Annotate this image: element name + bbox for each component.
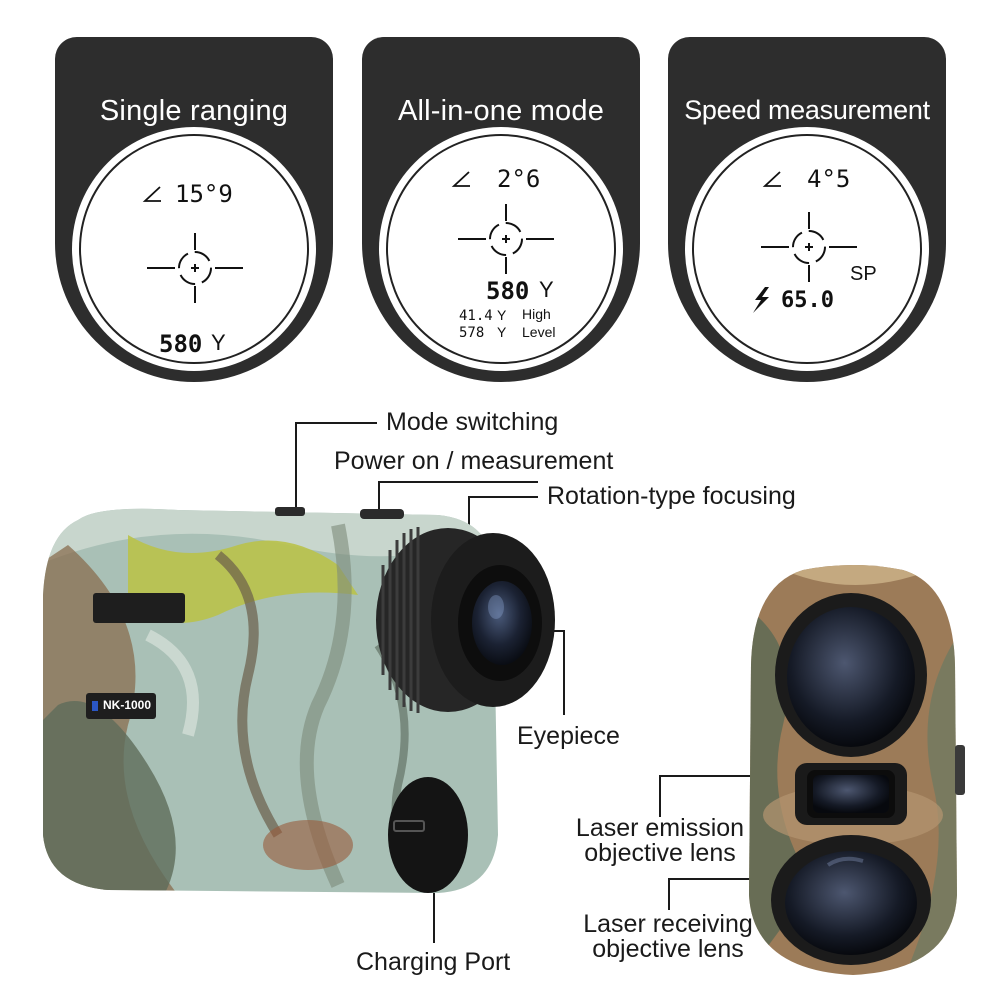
laser-emission-label-line2: objective lens (584, 839, 736, 867)
mode-card-speed: Speed measurement 4°5 SP 65.0 (668, 37, 946, 382)
angle-icon (762, 171, 781, 187)
speed-readout: 65.0 (781, 288, 834, 313)
model-badge-text: NK-1000 (103, 698, 152, 712)
front-eyepiece-lens (775, 593, 927, 757)
angle-icon (142, 186, 161, 202)
lens-ring (386, 134, 616, 364)
crosshair-icon (147, 233, 243, 303)
laser-receiving-label-line2: objective lens (592, 935, 744, 963)
angle-readout: 4°5 (807, 165, 851, 193)
lightning-icon (753, 287, 769, 313)
distance-readout: 580 (159, 330, 203, 358)
power-line-h (378, 481, 538, 483)
laser-receiving-lens (771, 835, 931, 965)
angle-readout: 15°9 (175, 180, 233, 208)
level-unit: Y (497, 324, 507, 340)
level-label: Level (522, 324, 556, 340)
power-button[interactable] (360, 509, 404, 519)
level-readout: 578 (459, 325, 485, 341)
power-label: Power on / measurement (334, 447, 614, 475)
angle-readout: 2°6 (497, 165, 541, 193)
power-line-v (378, 481, 380, 513)
laser-receiving-label: Laser receiving objective lens (563, 912, 773, 962)
mode-button[interactable] (275, 507, 305, 516)
rangefinder-front-view (749, 565, 965, 975)
mode-switching-label: Mode switching (386, 408, 559, 436)
eyepiece-label: Eyepiece (517, 722, 620, 750)
charging-line (433, 868, 435, 943)
distance-unit: Y (539, 277, 554, 302)
laser-receiving-label-line1: Laser receiving (583, 910, 753, 938)
height-unit: Y (497, 307, 507, 323)
receiving-line-v (668, 878, 670, 910)
charging-port-cover[interactable] (388, 777, 468, 893)
mode-card-single: Single ranging 15°9 580 Y (55, 37, 333, 382)
mode-title: All-in-one mode (397, 95, 605, 127)
crosshair-icon (761, 212, 857, 282)
lens-ring (692, 134, 922, 364)
rangefinder-side-view (43, 507, 555, 893)
emission-line-h (659, 775, 799, 777)
mode-card-all-in-one: All-in-one mode 2°6 580 Y 41.4 Y High 57… (362, 37, 640, 382)
laser-emission-lens (795, 763, 907, 825)
mode-title: Speed measurement (684, 95, 930, 125)
focusing-label: Rotation-type focusing (547, 482, 796, 510)
distance-unit: Y (211, 330, 226, 355)
distance-readout: 580 (486, 277, 530, 305)
laser-emission-label: Laser emission objective lens (560, 816, 760, 866)
angle-icon (451, 171, 470, 187)
focusing-line-v (468, 496, 470, 546)
lens-ring (79, 134, 309, 364)
eyepiece[interactable] (376, 527, 555, 713)
speed-unit: SP (850, 263, 877, 285)
crosshair-icon (458, 204, 554, 274)
display-window (93, 593, 185, 623)
display-lens: 2°6 580 Y 41.4 Y High 578 Y Level (379, 127, 623, 371)
focusing-line-h (468, 496, 538, 498)
receiving-line-h (668, 878, 799, 880)
mode-switching-line-h (295, 422, 377, 424)
mode-title: Single ranging (99, 95, 289, 127)
height-readout: 41.4 (459, 308, 493, 324)
laser-emission-label-line1: Laser emission (575, 814, 745, 842)
display-lens: 15°9 580 Y (72, 127, 316, 371)
emission-line-v (659, 775, 661, 817)
charging-port-label: Charging Port (356, 948, 511, 976)
display-lens: 4°5 SP 65.0 (685, 127, 929, 371)
mode-switching-line-v (295, 422, 297, 512)
height-label: High (522, 306, 551, 322)
eyepiece-line-v (563, 630, 565, 715)
model-badge (86, 693, 156, 719)
